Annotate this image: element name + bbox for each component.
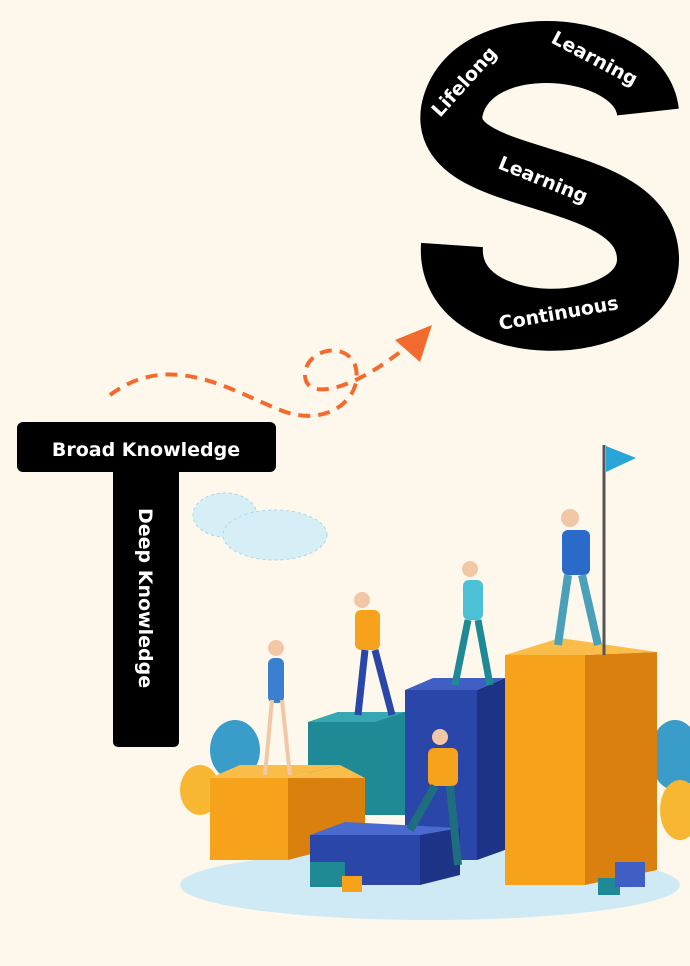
person-icon (406, 729, 462, 866)
t-broad-knowledge: Broad Knowledge (52, 439, 240, 461)
s-letter-shape: Lifelong Learning Learning Continuous (420, 20, 679, 351)
flag-icon (602, 445, 636, 655)
t-letter-shape: Broad Knowledge Deep Knowledge (17, 422, 276, 747)
dashed-arrow-icon (108, 325, 432, 418)
step-boxes (210, 638, 657, 895)
cloud-icon (192, 492, 328, 561)
person-icon (354, 592, 396, 716)
person-icon (263, 640, 292, 776)
t-deep-knowledge: Deep Knowledge (134, 508, 156, 688)
person-icon (554, 509, 602, 646)
person-icon (451, 561, 494, 686)
